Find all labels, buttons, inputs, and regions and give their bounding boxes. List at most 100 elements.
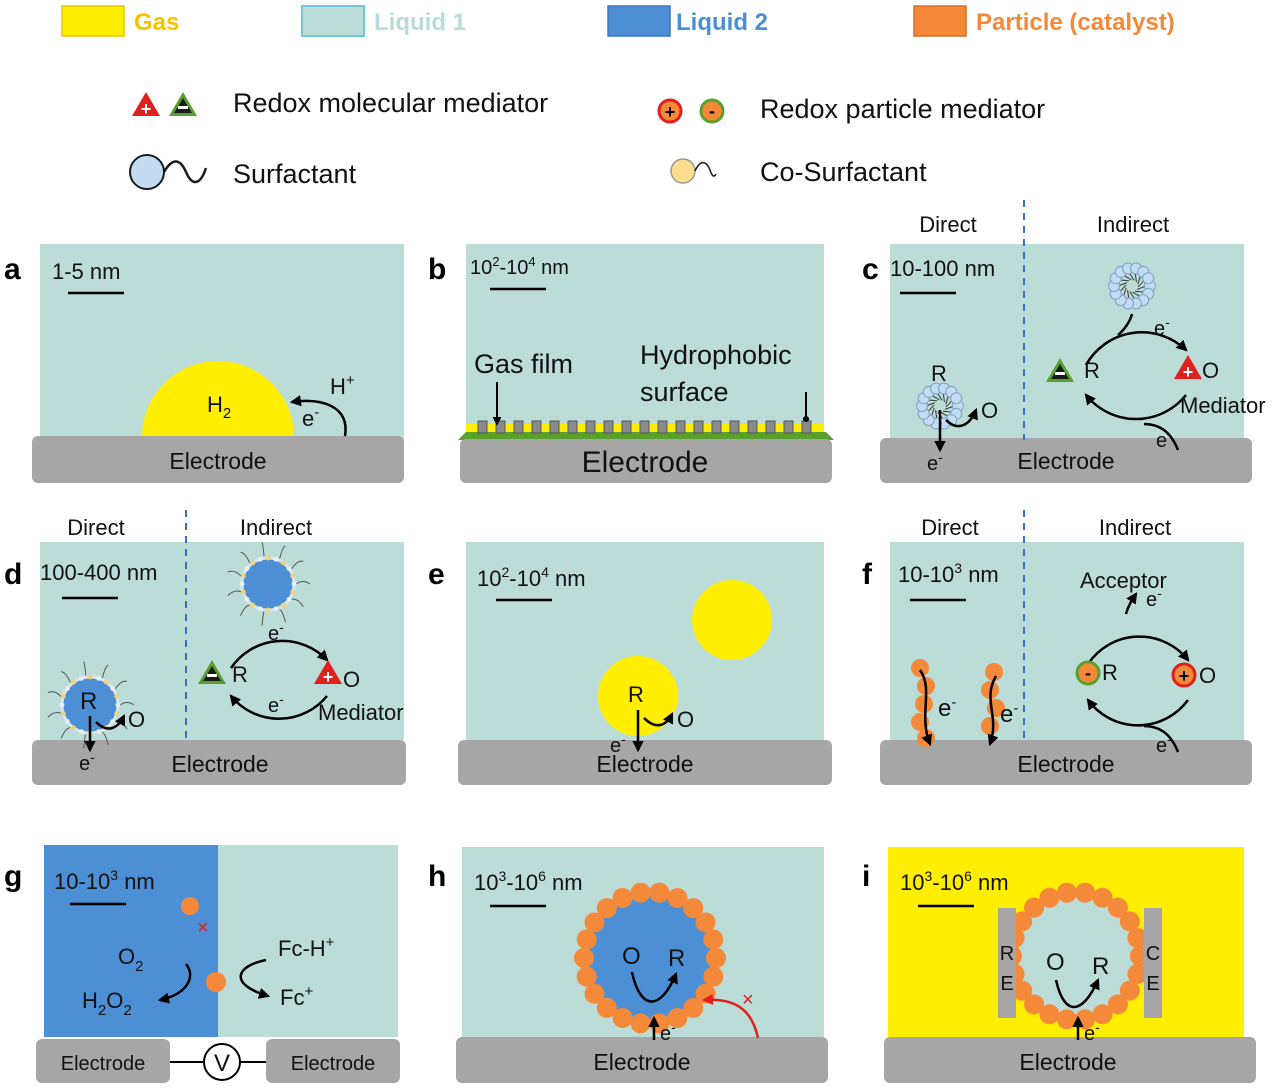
co-surfactant-head xyxy=(280,602,286,608)
legend-gas: Gas xyxy=(61,5,179,37)
reduction-arrow xyxy=(157,963,192,1004)
electron-label-bottom: e- xyxy=(268,691,284,717)
electron-label-1: e- xyxy=(938,694,956,722)
particle-swatch xyxy=(913,5,967,37)
co-surfactant-head xyxy=(244,596,250,602)
panel-h: Electrode h 103-106 nm O R e- × xyxy=(428,847,828,1083)
co-surfactant-head xyxy=(60,693,66,699)
co-surfactant-head xyxy=(239,581,245,587)
liquid2-swatch xyxy=(607,5,671,37)
scale-label: 10-100 nm xyxy=(890,256,995,281)
blocked-cross-icon: × xyxy=(742,989,754,1011)
co-surfactant-head xyxy=(71,679,76,685)
legend-redox-molecular-label: Redox molecular mediator xyxy=(233,88,548,118)
panel-label: d xyxy=(4,558,22,591)
particle xyxy=(1039,887,1060,908)
pillar xyxy=(711,420,722,434)
particle xyxy=(612,1008,633,1029)
droplet-core xyxy=(240,556,296,612)
re-label-r: R xyxy=(1000,943,1014,965)
electron-label: e- xyxy=(79,749,95,775)
panel-label: i xyxy=(862,860,870,893)
gas-film-label: Gas film xyxy=(474,349,573,379)
r-label: R xyxy=(668,945,685,972)
surfactant-head-icon xyxy=(129,154,165,190)
particle xyxy=(584,912,605,933)
plus-triangle-icon xyxy=(1174,355,1202,379)
pillar xyxy=(747,420,758,434)
co-surfactant-head xyxy=(110,686,116,691)
minus-sign: - xyxy=(1085,663,1091,683)
pillar xyxy=(603,420,614,434)
electrode-left-label: Electrode xyxy=(61,1053,146,1075)
particle xyxy=(1024,897,1045,918)
reaction-arrow xyxy=(630,971,678,1003)
electron-label: e- xyxy=(610,731,626,757)
pillar xyxy=(693,420,704,434)
surfactant-tail xyxy=(240,604,250,616)
electrode-label: Electrode xyxy=(171,751,268,777)
surface-pillars xyxy=(477,420,812,434)
co-surfactant-head xyxy=(244,566,250,572)
electron-label: e- xyxy=(660,1019,676,1045)
particle xyxy=(576,929,597,950)
panel-e: Electrode e 102-104 nm R O e- xyxy=(428,542,832,785)
liquid1-region xyxy=(466,244,824,440)
co-surfactant-head xyxy=(250,560,256,566)
oxidation-arrow xyxy=(643,711,674,727)
co-surfactant-head xyxy=(273,556,279,562)
cycle-arc-top xyxy=(229,639,329,669)
legend-liquid2-label: Liquid 2 xyxy=(676,9,768,36)
surfactant-tail xyxy=(291,560,304,570)
o-label: O xyxy=(1046,949,1065,976)
plus-sign: + xyxy=(141,99,152,119)
panel-label: f xyxy=(862,558,873,591)
particle xyxy=(1056,882,1077,903)
hydrophobic-layer xyxy=(458,432,834,440)
oxidation-arrow xyxy=(239,958,271,999)
plus-triangle-icon xyxy=(314,660,342,684)
panel-b: Electrode b 102-104 nm Gas film Hydropho… xyxy=(428,244,834,483)
legend-gas-label: Gas xyxy=(134,9,179,36)
surfactant-tail xyxy=(119,702,135,706)
co-surfactant-head-icon xyxy=(670,158,696,184)
legend-liquid1-label: Liquid 1 xyxy=(374,9,466,36)
electrode xyxy=(32,740,406,785)
scale-label: 102-104 nm xyxy=(470,254,569,279)
co-surfactant-head xyxy=(64,719,70,724)
micelle xyxy=(916,382,964,430)
reaction-arrow xyxy=(289,395,347,437)
legend-redox-molecular: + Redox molecular mediator xyxy=(132,88,548,119)
pillar xyxy=(477,420,488,434)
particle xyxy=(1012,980,1033,1001)
particle xyxy=(911,659,929,677)
h2o2-label: H2O2 xyxy=(82,988,132,1019)
particle xyxy=(1092,887,1113,908)
oxidation-arrow xyxy=(95,713,126,730)
electrode-left xyxy=(36,1039,170,1083)
fch-label: Fc-H+ xyxy=(278,934,335,961)
plus-sign: + xyxy=(1179,666,1190,686)
particle xyxy=(706,948,726,968)
electron-label: e- xyxy=(1084,1019,1100,1045)
particle xyxy=(1056,1009,1077,1030)
particle xyxy=(703,966,724,987)
r-label: R xyxy=(931,361,947,386)
electrode-right-label: Electrode xyxy=(291,1053,376,1075)
pillar xyxy=(783,420,794,434)
liquid2-region xyxy=(44,845,218,1037)
particle xyxy=(1092,1004,1113,1025)
particle xyxy=(630,1013,651,1034)
liquid1-region xyxy=(218,845,398,1037)
particle xyxy=(683,997,704,1018)
co-surfactant-head xyxy=(64,686,70,691)
surfactant-tail xyxy=(102,731,109,746)
surfactant-tail xyxy=(83,734,87,749)
h2-label: H2 xyxy=(207,392,231,422)
voltmeter-label: V xyxy=(214,1050,230,1077)
co-surfactant-head xyxy=(110,719,116,724)
pillar xyxy=(513,420,524,434)
reference-electrode xyxy=(998,908,1016,1018)
particle xyxy=(1127,964,1148,985)
co-surfactant-head xyxy=(265,607,271,613)
